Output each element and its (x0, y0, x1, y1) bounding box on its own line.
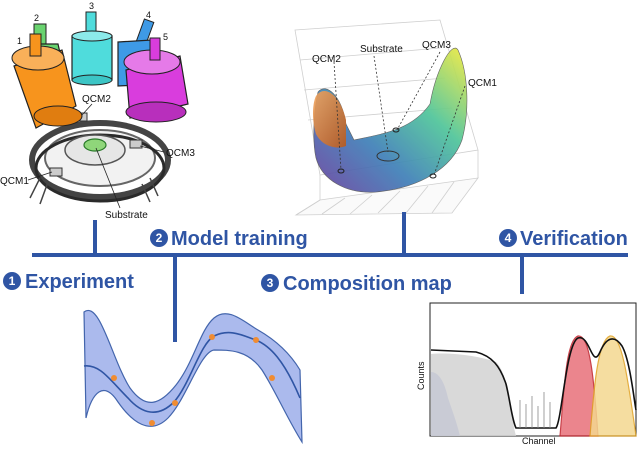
source-3 (71, 11, 113, 86)
source-number-2: 2 (34, 13, 39, 23)
step-1-number: 1 (9, 274, 16, 288)
surface-qcm2-label: QCM2 (312, 54, 341, 65)
step-2-badge (150, 229, 168, 247)
source-1 (11, 33, 83, 129)
gp-observations (111, 334, 275, 426)
gp-observation-point (269, 375, 275, 381)
gp-observation-point (172, 400, 178, 406)
step-1: 1 Experiment (3, 271, 134, 293)
step-4: 4 Verification (499, 228, 628, 250)
workflow-lines (32, 212, 628, 342)
qcm3-leader (139, 145, 165, 153)
step-2: 2 Model training (150, 228, 308, 250)
substrate-label: Substrate (105, 210, 148, 221)
qcm3-label: QCM3 (166, 148, 195, 159)
surface-qcm1-point (429, 173, 437, 179)
qcm2-leader (81, 103, 93, 116)
surface-qcm3-point (392, 127, 400, 133)
gp-observation-point (149, 420, 155, 426)
source-number-4: 4 (146, 10, 151, 20)
step-3-number: 3 (267, 276, 274, 290)
source-number-3: 3 (89, 1, 94, 11)
step-2-label: Model training (171, 228, 308, 250)
surface-qcm3-label: QCM3 (422, 40, 451, 51)
surface-qcm1-label: QCM1 (468, 78, 497, 89)
step-4-badge (499, 229, 517, 247)
base-ring-outer (29, 120, 171, 200)
step-3-badge (261, 274, 279, 292)
step-4-label: Verification (520, 228, 628, 250)
surface-substrate-label: Substrate (360, 44, 403, 55)
gaussian-process-plot (83, 309, 303, 445)
gp-observation-point (209, 334, 215, 340)
surface-qcm2-point (337, 168, 345, 174)
base-legs (29, 177, 159, 205)
spectrum-fit-curve (430, 337, 637, 429)
substrate-leader (95, 147, 121, 209)
step-3-label: Composition map (283, 273, 452, 295)
spectrum-plot: Channel Counts (416, 302, 637, 446)
composition-surface (313, 47, 468, 193)
source-5 (123, 37, 189, 123)
surface-leaders (333, 51, 466, 176)
step-1-badge (3, 272, 21, 290)
step-3: 3 Composition map (261, 273, 452, 295)
qcm1-leader (27, 171, 53, 181)
step-4-number: 4 (505, 231, 512, 245)
spectrum-ylabel: Counts (416, 361, 426, 390)
spectrum-grey-plateau (431, 353, 516, 436)
spectrum-xlabel: Channel (522, 436, 556, 445)
composition-surface-plot: QCM2 Substrate QCM3 QCM1 (294, 19, 497, 216)
qcm1-sensor (49, 167, 63, 177)
deposition-apparatus: 1 2 3 4 5 QCM2 QCM3 QCM1 Substrate (0, 1, 195, 221)
step-2-number: 2 (156, 231, 163, 245)
gp-mean-curve (83, 331, 301, 413)
qcm3-sensor (129, 139, 143, 149)
gp-confidence-band (83, 309, 303, 445)
surface-orange-lobe (313, 90, 346, 148)
qcm1-label: QCM1 (0, 176, 29, 187)
spectrum-noise (519, 392, 551, 428)
plot-box-grid (294, 19, 479, 216)
source-number-1: 1 (17, 36, 22, 46)
gp-observation-point (253, 337, 259, 343)
gp-observation-point (111, 375, 117, 381)
spectrum-yellow-peak (589, 335, 637, 437)
source-number-5: 5 (163, 32, 168, 42)
step-1-label: Experiment (25, 271, 134, 293)
qcm2-label: QCM2 (82, 94, 111, 105)
substrate-disk (83, 138, 107, 152)
